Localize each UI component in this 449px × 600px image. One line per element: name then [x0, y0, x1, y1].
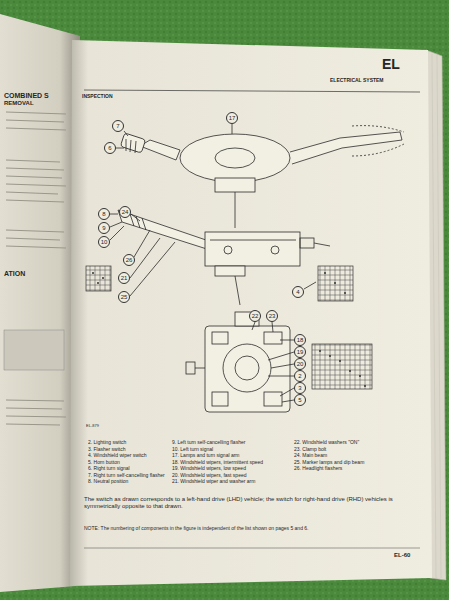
- legend-item: 22. Windshield washers "ON": [294, 440, 359, 446]
- callout-number: 18: [294, 334, 306, 346]
- callout-number: 20: [294, 358, 306, 370]
- legend-item: 7. Right turn self-cancelling flasher: [88, 473, 165, 479]
- legend-item: 9. Left turn self-cancelling flasher: [172, 440, 245, 446]
- left-page-heading: ATION: [4, 270, 25, 278]
- figure-caption: The switch as drawn corresponds to a lef…: [84, 496, 420, 510]
- legend-item: 18. Windshield wipers, intermittent spee…: [172, 460, 263, 466]
- callout-number: 19: [294, 346, 306, 358]
- header-rule: [84, 90, 420, 92]
- legend-item: 17. Lamps and turn signal arm: [172, 453, 240, 459]
- callout-number: 22: [249, 310, 261, 322]
- legend-item: 21. Windshield wiper and washer arm: [172, 479, 255, 485]
- left-page-heading: REMOVAL: [4, 100, 34, 107]
- section-heading: ELECTRICAL SYSTEM: [330, 78, 384, 84]
- callout-number: 24: [119, 206, 131, 218]
- switch-tables: [86, 266, 372, 389]
- legend-item: 19. Windshield wipers, low speed: [172, 466, 246, 472]
- switch-illustration: [110, 124, 404, 412]
- legend-item: 23. Clamp bolt: [294, 447, 326, 453]
- legend-item: 4. Windshield wiper switch: [88, 453, 147, 459]
- left-page: [0, 14, 80, 592]
- page-label: INSPECTION: [82, 94, 113, 100]
- callout-number: 23: [266, 310, 278, 322]
- page-label: NOTE: The numbering of components in the…: [84, 526, 419, 532]
- page-label: EL: [382, 56, 400, 72]
- callout-number: 2: [294, 370, 306, 382]
- callout-number: 3: [294, 382, 306, 394]
- callout-number: 17: [226, 112, 238, 124]
- footer-rule: [84, 548, 420, 549]
- callout-number: 21: [118, 272, 130, 284]
- legend-item: 3. Flasher switch: [88, 447, 126, 453]
- page-label: EL-879: [86, 424, 99, 429]
- legend-item: 8. Neutral position: [88, 479, 128, 485]
- callout-number: 8: [98, 208, 110, 220]
- legend-item: 20. Windshield wipers, fast speed: [172, 473, 246, 479]
- callout-number: 10: [98, 236, 110, 248]
- page-label: EL-60: [394, 552, 410, 559]
- legend-item: 2. Lighting switch: [88, 440, 126, 446]
- left-page-heading: COMBINED S: [4, 92, 49, 100]
- legend-item: 26. Headlight flashers: [294, 466, 342, 472]
- legend-item: 5. Horn button: [88, 460, 120, 466]
- callout-number: 4: [292, 286, 304, 298]
- legend-item: 25. Marker lamps and dip beam: [294, 460, 364, 466]
- callout-number: 7: [112, 120, 124, 132]
- legend-item: 6. Right turn signal: [88, 466, 130, 472]
- legend-item: 24. Main beam: [294, 453, 327, 459]
- callout-number: 26: [123, 254, 135, 266]
- right-page: [70, 40, 432, 586]
- callout-number: 25: [118, 291, 130, 303]
- legend-item: 10. Left turn signal: [172, 447, 213, 453]
- callout-number: 9: [98, 222, 110, 234]
- callout-number: 5: [294, 394, 306, 406]
- callout-number: 6: [104, 142, 116, 154]
